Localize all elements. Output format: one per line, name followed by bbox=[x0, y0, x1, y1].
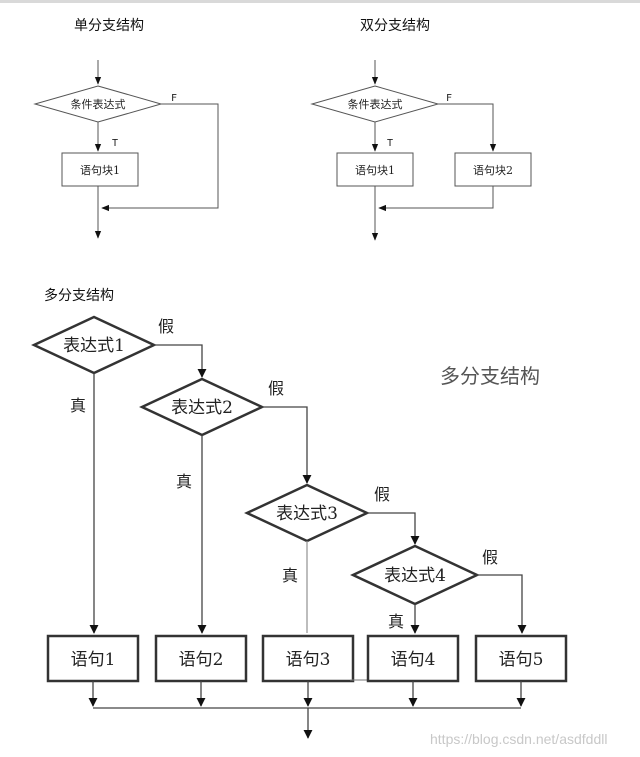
false-path bbox=[101, 103, 219, 212]
false-path-4 bbox=[477, 574, 527, 634]
block1-text: 语句块1 bbox=[355, 164, 395, 177]
double-branch-title: 双分支结构 bbox=[360, 18, 430, 34]
true-label-3: 真 bbox=[282, 566, 298, 585]
false-path bbox=[438, 103, 497, 152]
true-label: T bbox=[112, 138, 118, 149]
statement-text-3: 语句3 bbox=[286, 650, 331, 670]
statement-text-1: 语句1 bbox=[71, 650, 116, 670]
top-divider bbox=[0, 0, 640, 3]
true-label-1: 真 bbox=[70, 396, 86, 415]
false-label: F bbox=[171, 93, 177, 104]
false-label-1: 假 bbox=[158, 317, 174, 336]
merge-path bbox=[378, 186, 494, 212]
watermark: https://blog.csdn.net/asdfddll bbox=[430, 731, 607, 747]
double-branch-diagram: 双分支结构 条件表达式 F T 语句块1 语句块2 bbox=[310, 18, 532, 241]
true-label: T bbox=[387, 138, 393, 149]
block2-text: 语句块2 bbox=[473, 164, 513, 177]
false-label-2: 假 bbox=[268, 379, 284, 398]
statement-box-1 bbox=[46, 634, 140, 683]
statement-text-2: 语句2 bbox=[179, 650, 224, 670]
multi-branch-heading: 多分支结构 bbox=[440, 364, 540, 388]
block1-box bbox=[61, 152, 139, 187]
true-label-4: 真 bbox=[388, 612, 404, 631]
single-branch-title: 单分支结构 bbox=[74, 18, 144, 34]
true-label-2: 真 bbox=[176, 472, 192, 491]
multi-branch-diagram: 多分支结构 多分支结构 表达式1 假 真 表达式2 假 真 表达式3 假 真 表… bbox=[31, 287, 568, 739]
false-path-1 bbox=[154, 344, 207, 378]
false-path-2 bbox=[262, 406, 312, 484]
statement-box-3 bbox=[261, 634, 355, 683]
false-label-4: 假 bbox=[482, 548, 498, 567]
false-label-3: 假 bbox=[374, 485, 390, 504]
single-branch-diagram: 单分支结构 条件表达式 F T 语句块1 bbox=[33, 18, 219, 239]
condition-text-4: 表达式4 bbox=[384, 566, 446, 586]
condition-text: 条件表达式 bbox=[71, 97, 126, 111]
condition-text-3: 表达式3 bbox=[276, 504, 338, 524]
false-label: F bbox=[446, 93, 452, 104]
condition-text-2: 表达式2 bbox=[171, 398, 233, 418]
block1-text: 语句块1 bbox=[80, 164, 120, 177]
condition-text: 条件表达式 bbox=[348, 97, 403, 111]
statement-text-4: 语句4 bbox=[391, 650, 436, 670]
multi-branch-title: 多分支结构 bbox=[44, 287, 114, 304]
statement-box-2 bbox=[154, 634, 248, 683]
statement-text-5: 语句5 bbox=[499, 650, 544, 670]
false-path-3 bbox=[367, 512, 420, 545]
condition-text-1: 表达式1 bbox=[63, 336, 125, 356]
